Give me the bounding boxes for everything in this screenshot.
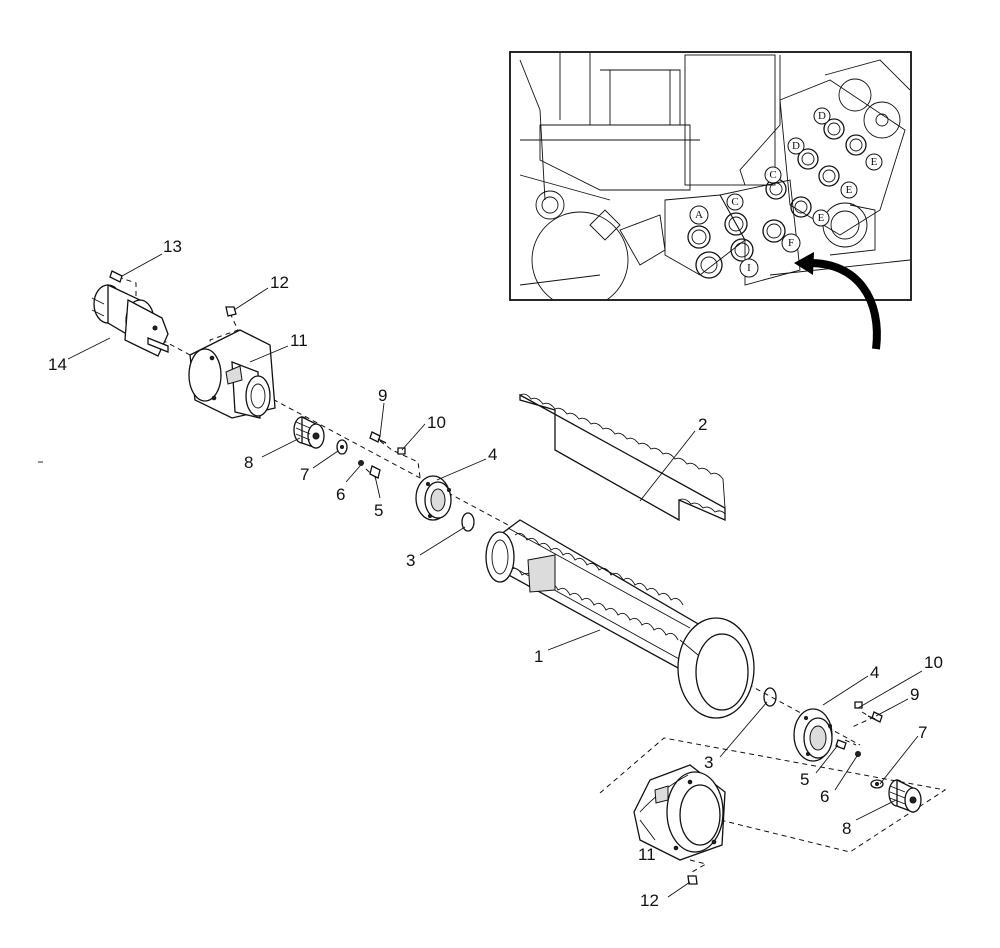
callout-11-left: 11 xyxy=(290,331,308,350)
callout-13: 13 xyxy=(163,237,182,256)
part-6-ball-right xyxy=(855,751,861,757)
location-arrowhead xyxy=(794,252,814,275)
part-8-sprocket-right xyxy=(888,778,922,813)
part-7-washer-left xyxy=(336,439,348,455)
part-8-sprocket-left xyxy=(293,415,325,449)
callout-6-left: 6 xyxy=(336,485,345,504)
location-arrow xyxy=(807,258,881,350)
part-12-nut-left xyxy=(225,306,237,317)
inset-label-f: F xyxy=(788,237,794,249)
part-4-flange-right xyxy=(793,708,833,762)
callout-5-left: 5 xyxy=(374,501,383,520)
part-13-screw xyxy=(109,270,123,283)
callout-9-right: 9 xyxy=(910,685,919,704)
callout-1: 1 xyxy=(534,647,543,666)
leader-lines xyxy=(67,253,923,898)
inset-label-c1: C xyxy=(731,196,738,208)
callout-3-right: 3 xyxy=(704,753,713,772)
part-6-ball-left xyxy=(358,460,364,466)
callout-5-right: 5 xyxy=(800,770,809,789)
callout-2: 2 xyxy=(698,415,707,434)
callout-14: 14 xyxy=(48,355,67,374)
callout-8-left: 8 xyxy=(244,453,253,472)
part-11-bearing-housing-left xyxy=(188,329,276,419)
part-11-bearing-housing-right xyxy=(633,764,726,861)
part-9-bolt-left xyxy=(369,431,387,444)
part-14-hydraulic-motor xyxy=(91,283,169,357)
callout-8-right: 8 xyxy=(842,819,851,838)
callout-11-right: 11 xyxy=(638,845,656,864)
part-2-serrated-blade xyxy=(519,393,726,522)
callout-10-right: 10 xyxy=(924,653,943,672)
callout-3-left: 3 xyxy=(406,551,415,570)
part-4-flange-left xyxy=(415,475,452,521)
part-3-snap-ring-left xyxy=(461,512,475,532)
inset-label-d2: D xyxy=(792,140,800,152)
callout-12-right: 12 xyxy=(640,891,659,910)
part-10-nut-left xyxy=(397,447,406,455)
inset-label-e2: E xyxy=(846,184,853,196)
part-7-washer-right xyxy=(870,779,884,789)
callout-4-right: 4 xyxy=(870,663,879,682)
callout-7-right: 7 xyxy=(918,723,927,742)
inset-label-e3: E xyxy=(818,212,825,224)
callout-4-left: 4 xyxy=(488,445,497,464)
callout-7-left: 7 xyxy=(300,465,309,484)
inset-label-c2: C xyxy=(769,169,776,181)
callout-numbers: 13 14 12 11 9 10 8 7 6 5 4 3 2 1 3 4 10 … xyxy=(48,237,943,910)
callout-10-left: 10 xyxy=(427,413,446,432)
inset-label-i: I xyxy=(747,262,751,274)
inset-locator-view: A C C D D E E E F I xyxy=(509,51,912,350)
part-5-screw-left xyxy=(369,465,381,479)
callout-9-left: 9 xyxy=(378,386,387,405)
inset-label-e1: E xyxy=(871,156,878,168)
part-1-drum-tube xyxy=(485,519,755,719)
part-12-nut-right xyxy=(687,875,698,885)
callout-6-right: 6 xyxy=(820,787,829,806)
inset-label-a: A xyxy=(695,209,703,221)
callout-12-left: 12 xyxy=(270,273,289,292)
inset-frame xyxy=(509,51,912,301)
part-10-nut-right xyxy=(854,701,863,709)
part-5-screw-right xyxy=(835,739,847,750)
part-3-snap-ring-right xyxy=(763,687,777,707)
inset-label-d1: D xyxy=(818,110,826,122)
